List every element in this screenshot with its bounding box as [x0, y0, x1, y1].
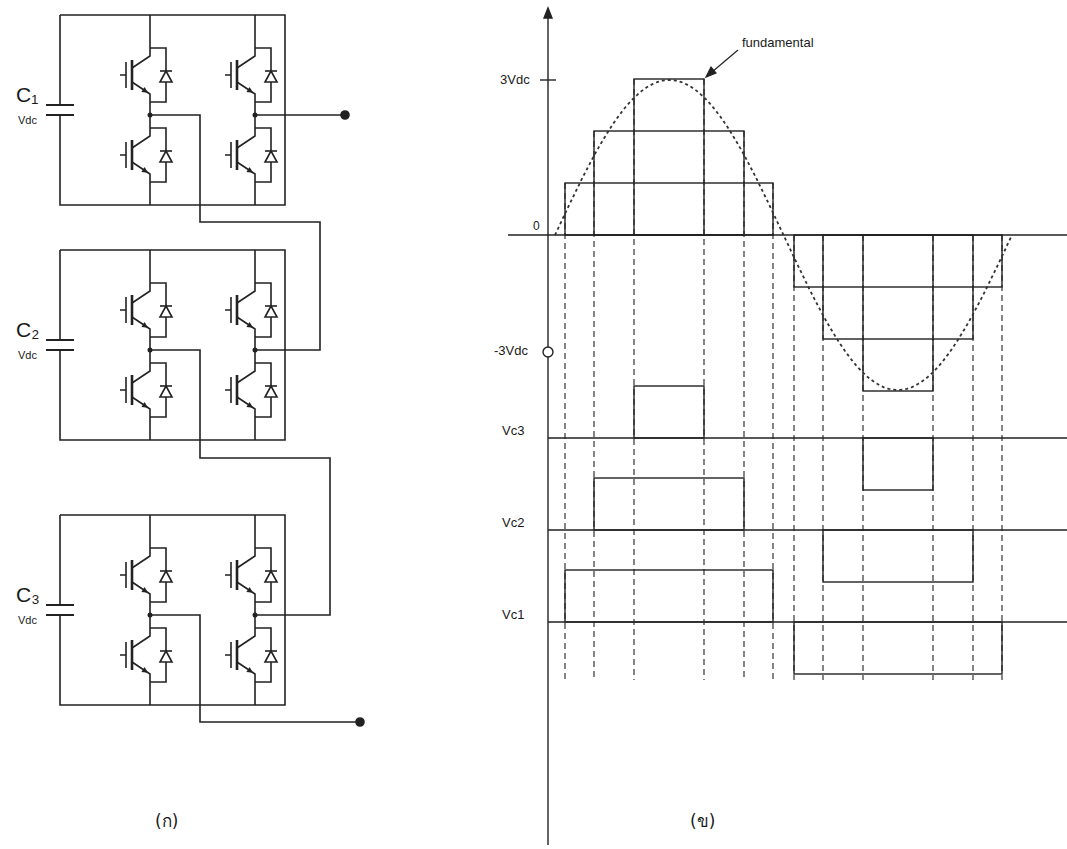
callout-arrow: [706, 50, 738, 77]
switching-guides: [565, 79, 1002, 680]
signal-name: Vc1: [502, 608, 524, 622]
axis-value: -3Vdc: [494, 344, 528, 358]
figure-part-label: (ข): [690, 812, 715, 831]
capacitor-voltage: Vdc: [18, 349, 37, 361]
waveform-axes: [508, 8, 1067, 845]
fundamental-curve: [555, 80, 1012, 390]
capacitor-name: C₃: [16, 583, 40, 606]
capacitor-name: C₁: [16, 83, 38, 106]
capacitor-name: C₂: [16, 318, 39, 341]
signal-name: Vc3: [502, 424, 524, 438]
axis-value: 0: [533, 220, 540, 233]
h-bridge-cell-3: [46, 515, 285, 705]
h-bridge-cell-1: [46, 15, 285, 205]
figure-part-label: (ก): [155, 812, 178, 831]
capacitor-voltage: Vdc: [18, 114, 37, 126]
curve-callout: fundamental: [742, 36, 814, 50]
cell-voltage-pulses: [565, 386, 1002, 674]
h-bridge-cell-2: [46, 250, 285, 440]
signal-name: Vc2: [502, 516, 524, 530]
series-wiring: [150, 111, 364, 726]
capacitor-voltage: Vdc: [18, 614, 37, 626]
axis-value: 3Vdc: [500, 73, 530, 87]
